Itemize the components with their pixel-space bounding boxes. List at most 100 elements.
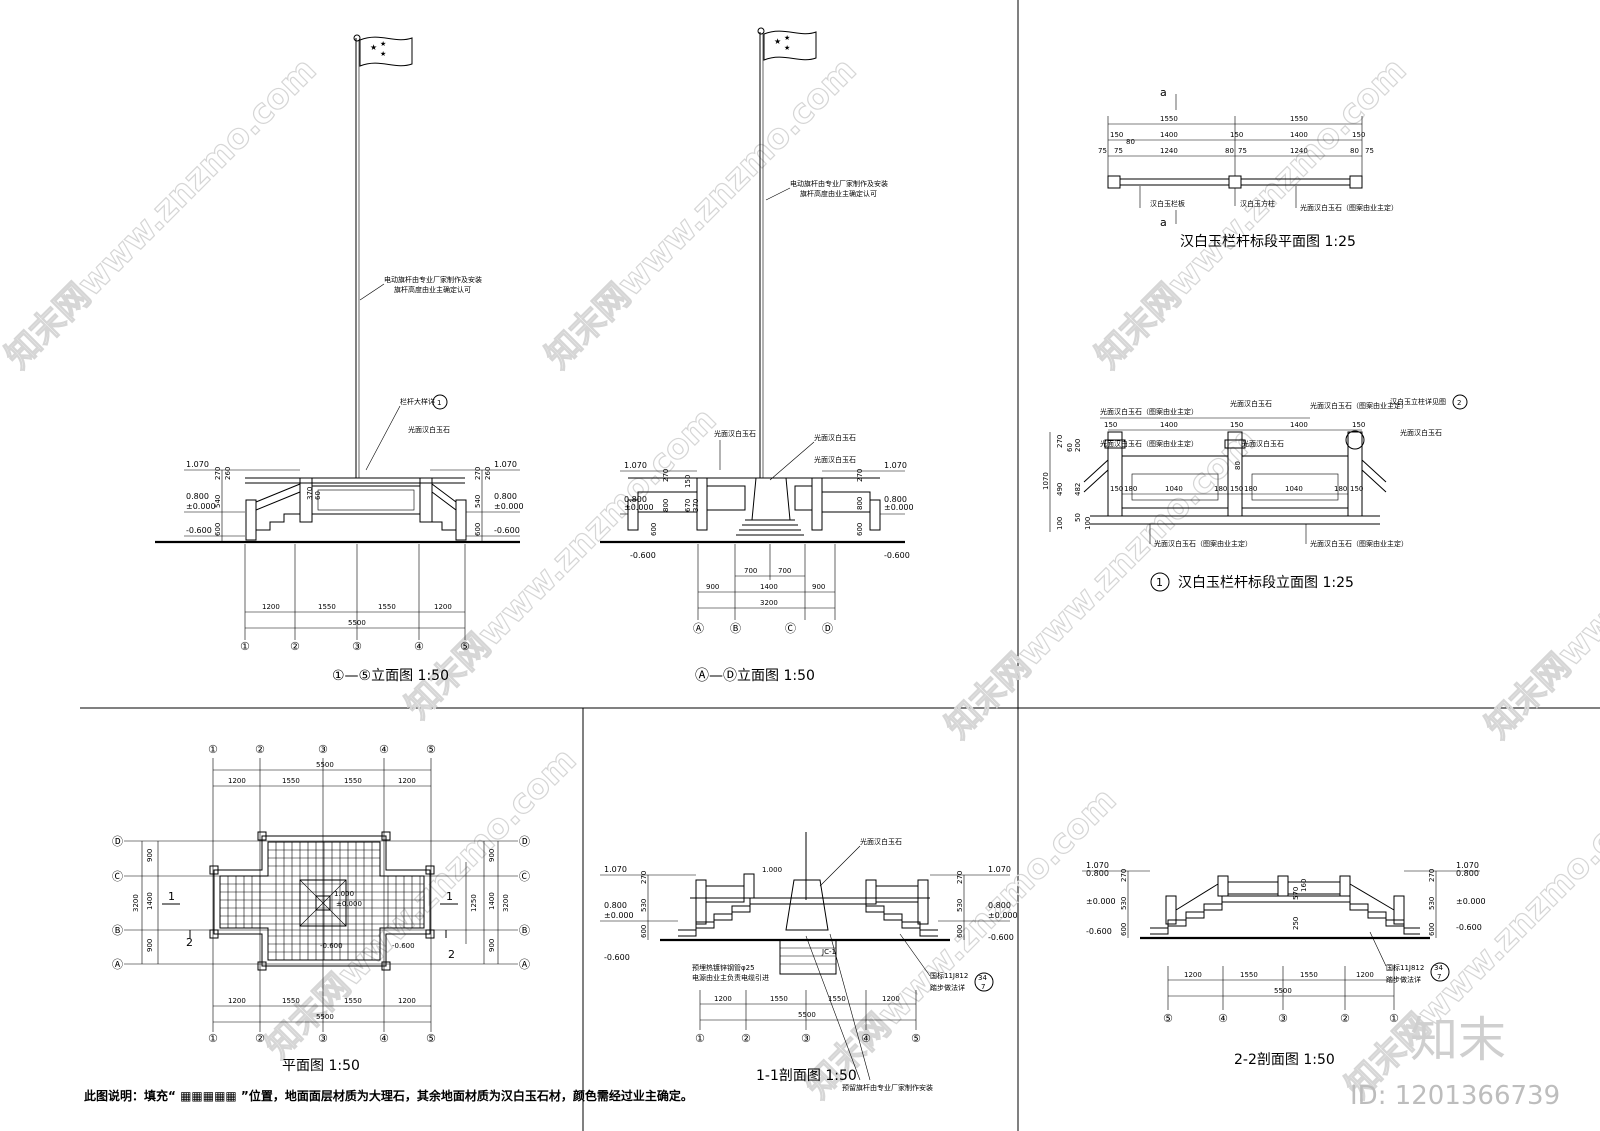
svg-text:光面汉白玉石: 光面汉白玉石 <box>1242 439 1284 448</box>
section-marks: 1 1 2 2 <box>162 890 458 961</box>
svg-text:150: 150 <box>1110 131 1123 139</box>
svg-text:a: a <box>1160 216 1167 229</box>
svg-text:Ⓓ: Ⓓ <box>822 622 833 635</box>
svg-text:700: 700 <box>778 567 791 575</box>
svg-text:5500: 5500 <box>1274 987 1292 995</box>
svg-text:光面汉白玉石（图案由业主定）: 光面汉白玉石（图案由业主定） <box>1100 439 1198 448</box>
svg-text:60: 60 <box>1066 443 1074 452</box>
svg-text:1550: 1550 <box>1240 971 1258 979</box>
svg-text:1.000: 1.000 <box>762 866 782 874</box>
svg-text:1: 1 <box>1156 576 1163 589</box>
svg-text:1200: 1200 <box>1184 971 1202 979</box>
svg-text:1400: 1400 <box>1290 131 1308 139</box>
svg-text:570: 570 <box>1292 887 1300 900</box>
svg-text:④: ④ <box>861 1032 871 1045</box>
svg-text:±0.000: ±0.000 <box>494 502 524 511</box>
svg-text:Ⓐ: Ⓐ <box>112 958 123 971</box>
note-panel: 汉白玉栏板 <box>1150 199 1185 208</box>
svg-text:1550: 1550 <box>318 603 336 611</box>
svg-text:1040: 1040 <box>1165 485 1183 493</box>
vertical-dims: 1070 270 490 100 60 200 482 80 50 100 <box>1042 432 1242 532</box>
svg-text:160: 160 <box>1300 879 1308 892</box>
elevation-labels-left: 1.070 0.800 ±0.000 -0.600 270 530 600 <box>600 865 696 962</box>
svg-text:200: 200 <box>1074 439 1082 452</box>
note-rail: 栏杆大样详 <box>400 397 435 406</box>
svg-text:±0.000: ±0.000 <box>1086 897 1116 906</box>
svg-text:600: 600 <box>1120 923 1128 936</box>
svg-text:1200: 1200 <box>882 995 900 1003</box>
svg-text:900: 900 <box>488 939 496 952</box>
svg-text:-0.600: -0.600 <box>1086 927 1112 936</box>
svg-text:★: ★ <box>380 40 386 48</box>
floor-grid <box>220 842 424 960</box>
svg-text:80: 80 <box>1350 147 1359 155</box>
svg-text:0.800: 0.800 <box>1456 869 1479 878</box>
svg-text:电源由业主负责电缆引进: 电源由业主负责电缆引进 <box>692 973 769 982</box>
svg-text:光面汉白玉石（图案由业主定）: 光面汉白玉石（图案由业主定） <box>1310 539 1408 548</box>
axis-bubbles-top: ① ② ③ ④ ⑤ <box>208 743 436 756</box>
svg-text:1200: 1200 <box>228 777 246 785</box>
svg-text:150: 150 <box>1230 421 1243 429</box>
svg-text:5500: 5500 <box>316 1013 334 1021</box>
section-1-1: 光面汉白玉石 1.000 JC-1 1.070 0.800 ±0.000 -0.… <box>600 832 1018 1092</box>
elevation-labels-left: 1.070 0.800 ±0.000 -0.600 <box>620 461 697 560</box>
svg-text:900: 900 <box>488 849 496 862</box>
svg-text:0.800: 0.800 <box>494 492 517 501</box>
svg-text:180: 180 <box>1124 485 1137 493</box>
svg-text:光面汉白玉石: 光面汉白玉石 <box>1400 428 1442 437</box>
svg-text:-0.600: -0.600 <box>630 551 656 560</box>
drawing-title: 平面图 1:50 <box>282 1058 360 1074</box>
svg-text:±0.000: ±0.000 <box>884 503 914 512</box>
vertical-dims: 270 540 600 260 370 60 270 540 600 260 <box>214 467 492 542</box>
svg-text:光面汉白玉石（图案由业主定）: 光面汉白玉石（图案由业主定） <box>1100 407 1198 416</box>
svg-text:75: 75 <box>1098 147 1107 155</box>
svg-text:270: 270 <box>662 469 670 482</box>
svg-text:270: 270 <box>1056 435 1064 448</box>
rail-plan: a a 1550 1550 150 1400 150 1400 150 75 7… <box>1098 86 1398 250</box>
svg-text:1550: 1550 <box>1290 115 1308 123</box>
svg-text:-0.600: -0.600 <box>1456 923 1482 932</box>
svg-text:260: 260 <box>484 467 492 480</box>
id-label: ID: 1201366739 <box>1350 1081 1560 1111</box>
svg-text:光面汉白玉石（图案由业主定）: 光面汉白玉石（图案由业主定） <box>1154 539 1252 548</box>
svg-text:⑤: ⑤ <box>460 640 470 653</box>
drawing-title: 2-2剖面图 1:50 <box>1234 1052 1335 1068</box>
note-post: 汉白玉方柱 <box>1240 199 1275 208</box>
svg-text:③: ③ <box>352 640 362 653</box>
axis-bubbles: ① ② ③ ④ ⑤ <box>240 640 470 653</box>
svg-text:5500: 5500 <box>348 619 366 627</box>
svg-text:①: ① <box>240 640 250 653</box>
svg-text:Ⓓ: Ⓓ <box>519 835 530 848</box>
svg-text:270: 270 <box>474 467 482 480</box>
svg-text:270: 270 <box>1120 869 1128 882</box>
note-stone: 光面汉白玉石 <box>714 429 756 438</box>
svg-text:80: 80 <box>1225 147 1234 155</box>
svg-text:800: 800 <box>856 497 864 510</box>
svg-text:270: 270 <box>956 871 964 884</box>
svg-text:150: 150 <box>1352 421 1365 429</box>
svg-text:-0.600: -0.600 <box>392 942 415 950</box>
plan-view: ① ② ③ ④ ⑤ 5500 1200 1550 1550 1200 Ⓓ Ⓒ Ⓑ… <box>84 743 693 1103</box>
drawing-title: 汉白玉栏杆标段平面图 1:25 <box>1180 234 1356 250</box>
elevation-labels-right: 1.070 0.800 ±0.000 -0.600 <box>822 461 914 560</box>
svg-text:1200: 1200 <box>262 603 280 611</box>
svg-text:150: 150 <box>1110 485 1123 493</box>
rail-elevation: 光面汉白玉石（图案由业主定） 光面汉白玉石 光面汉白玉石（图案由业主定） 汉白玉… <box>1042 394 1468 592</box>
svg-text:③: ③ <box>318 1032 328 1045</box>
svg-text:150: 150 <box>1350 485 1363 493</box>
watermark-text: 知末网www.znzmo.com <box>0 50 324 376</box>
svg-text:-0.600: -0.600 <box>884 551 910 560</box>
elevation-labels-right: 1.070 0.800 ±0.000 -0.600 <box>430 460 524 537</box>
axis-bubbles-left: Ⓓ Ⓒ Ⓑ Ⓐ Ⓓ Ⓒ Ⓑ Ⓐ <box>112 835 530 971</box>
svg-text:75: 75 <box>1365 147 1374 155</box>
svg-text:②: ② <box>255 1032 265 1045</box>
svg-text:3200: 3200 <box>760 599 778 607</box>
watermark-text: 知末网www.znzmo.com <box>1088 50 1414 376</box>
svg-text:±0.000: ±0.000 <box>336 900 362 908</box>
horizontal-dims: 700 700 900 1400 900 3200 <box>697 544 836 620</box>
svg-text:③: ③ <box>1278 1012 1288 1025</box>
svg-text:光面汉白玉石（图案由业主定）: 光面汉白玉石（图案由业主定） <box>1310 401 1408 410</box>
svg-text:0.800: 0.800 <box>884 495 907 504</box>
elevation-labels-right: 1.070 0.800 ±0.000 -0.600 270 530 600 <box>1404 861 1486 938</box>
svg-text:530: 530 <box>640 899 648 912</box>
